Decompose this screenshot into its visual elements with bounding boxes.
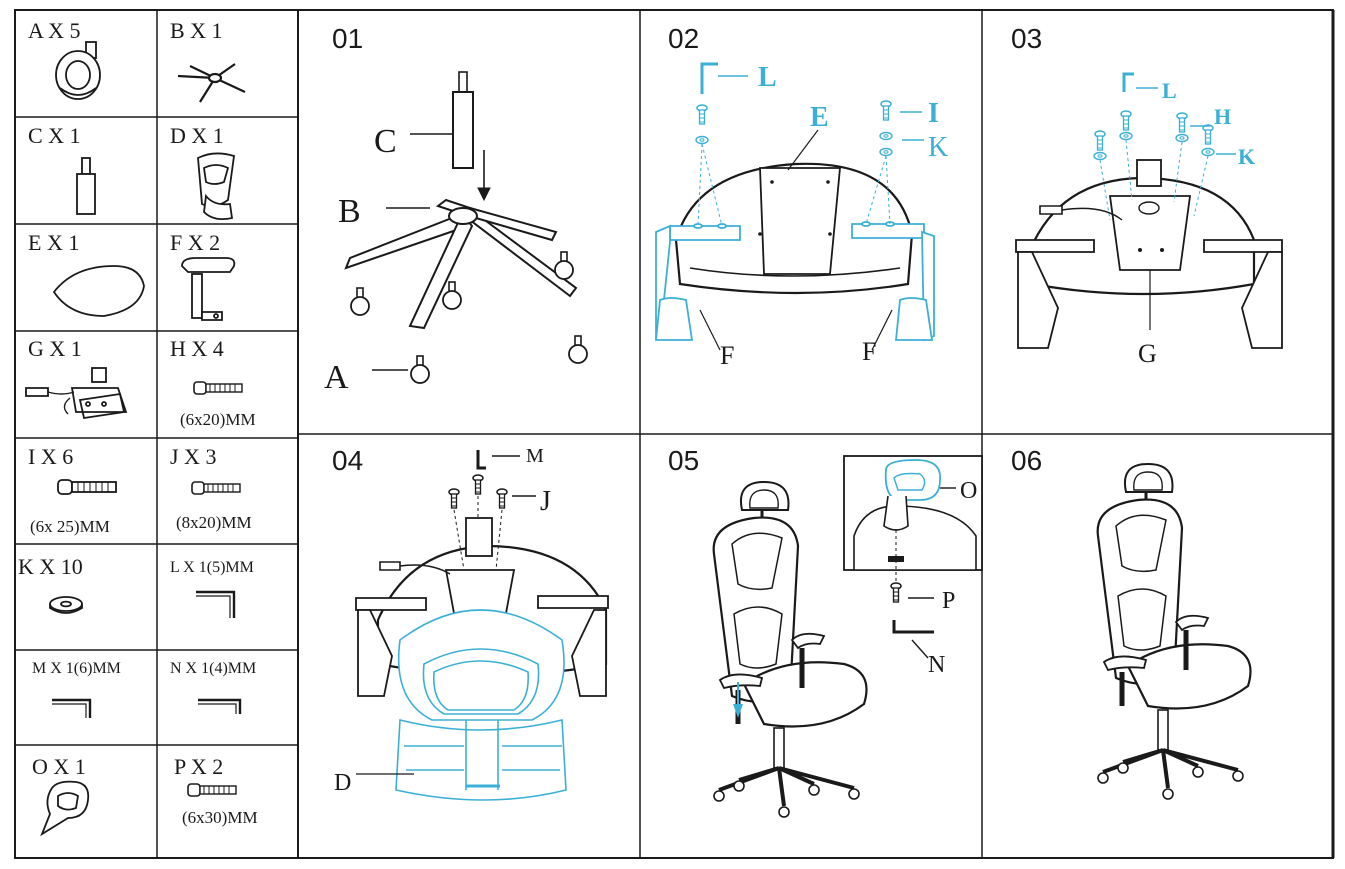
callout-m: M: [526, 445, 544, 467]
bolt-icon-p: [187, 783, 237, 797]
part-label-m: M X 1(6)MM: [32, 660, 121, 677]
mesh-backrest-icon: [197, 152, 235, 221]
part-label-g: G X 1: [28, 336, 82, 361]
bolt-icon-h: [193, 381, 243, 395]
callout-o: O: [960, 478, 977, 504]
step-number-06: 06: [1011, 445, 1042, 476]
step-01-illustration: [344, 71, 588, 384]
callout-p: P: [942, 588, 955, 614]
hex-key-icon-l: [196, 590, 236, 618]
step-05-illustration: [714, 455, 983, 817]
tilt-mechanism-icon: [25, 367, 128, 420]
step-number-01: 01: [332, 23, 363, 54]
part-label-e: E X 1: [28, 230, 79, 255]
star-base-icon: [177, 63, 246, 103]
callout-f-right: F: [862, 337, 876, 366]
callout-l-step3: L: [1162, 78, 1177, 103]
step-number-03: 03: [1011, 23, 1042, 54]
step-04-illustration: [355, 450, 609, 801]
part-label-a: A X 5: [28, 18, 81, 43]
part-label-o: O X 1: [32, 754, 86, 779]
part-spec-h: (6x20)MM: [180, 410, 256, 429]
callout-k-step2: K: [928, 132, 948, 163]
part-label-f: F X 2: [170, 230, 220, 255]
part-label-d: D X 1: [170, 123, 224, 148]
grid-lines: [14, 9, 1335, 859]
part-label-b: B X 1: [170, 18, 223, 43]
callout-g: G: [1138, 339, 1157, 368]
armrest-icon: [181, 257, 236, 321]
callout-n: N: [928, 652, 945, 678]
step-number-05: 05: [668, 445, 699, 476]
part-label-l: L X 1(5)MM: [170, 559, 254, 576]
part-label-p: P X 2: [174, 754, 223, 779]
hex-key-icon-n: [198, 698, 242, 714]
step-06-illustration: [1098, 464, 1251, 799]
part-label-i: I X 6: [28, 444, 73, 469]
part-label-c: C X 1: [28, 123, 81, 148]
callout-b: B: [338, 193, 361, 230]
part-spec-p: (6x30)MM: [182, 808, 258, 827]
part-spec-j: (8x20)MM: [176, 513, 252, 532]
step-03-illustration: [1015, 72, 1283, 349]
callout-e: E: [810, 102, 829, 133]
callout-d: D: [334, 770, 351, 796]
part-label-k: K X 10: [18, 554, 83, 579]
washer-icon: [49, 596, 83, 614]
gas-cylinder-icon: [76, 157, 96, 215]
step-number-02: 02: [668, 23, 699, 54]
callout-k-step3: K: [1238, 144, 1255, 169]
part-label-j: J X 3: [170, 444, 216, 469]
seat-cushion-icon: [52, 265, 145, 317]
step-number-04: 04: [332, 445, 363, 476]
headrest-bracket-icon: [40, 780, 90, 837]
callout-c: C: [374, 123, 397, 160]
callout-h: H: [1214, 104, 1231, 129]
part-label-h: H X 4: [170, 336, 224, 361]
step-02-illustration: [655, 62, 935, 351]
part-label-n: N X 1(4)MM: [170, 660, 256, 677]
callout-l-step2: L: [758, 62, 777, 93]
callout-f-left: F: [720, 341, 734, 370]
callout-j: J: [540, 486, 551, 517]
hex-key-icon-m: [52, 698, 92, 718]
caster-wheel-icon: [55, 41, 101, 100]
callout-a: A: [324, 359, 349, 396]
long-bolt-icon: [57, 479, 117, 495]
part-spec-i: (6x 25)MM: [30, 517, 110, 536]
callout-i: I: [928, 98, 939, 129]
bolt-icon-j: [191, 481, 241, 495]
